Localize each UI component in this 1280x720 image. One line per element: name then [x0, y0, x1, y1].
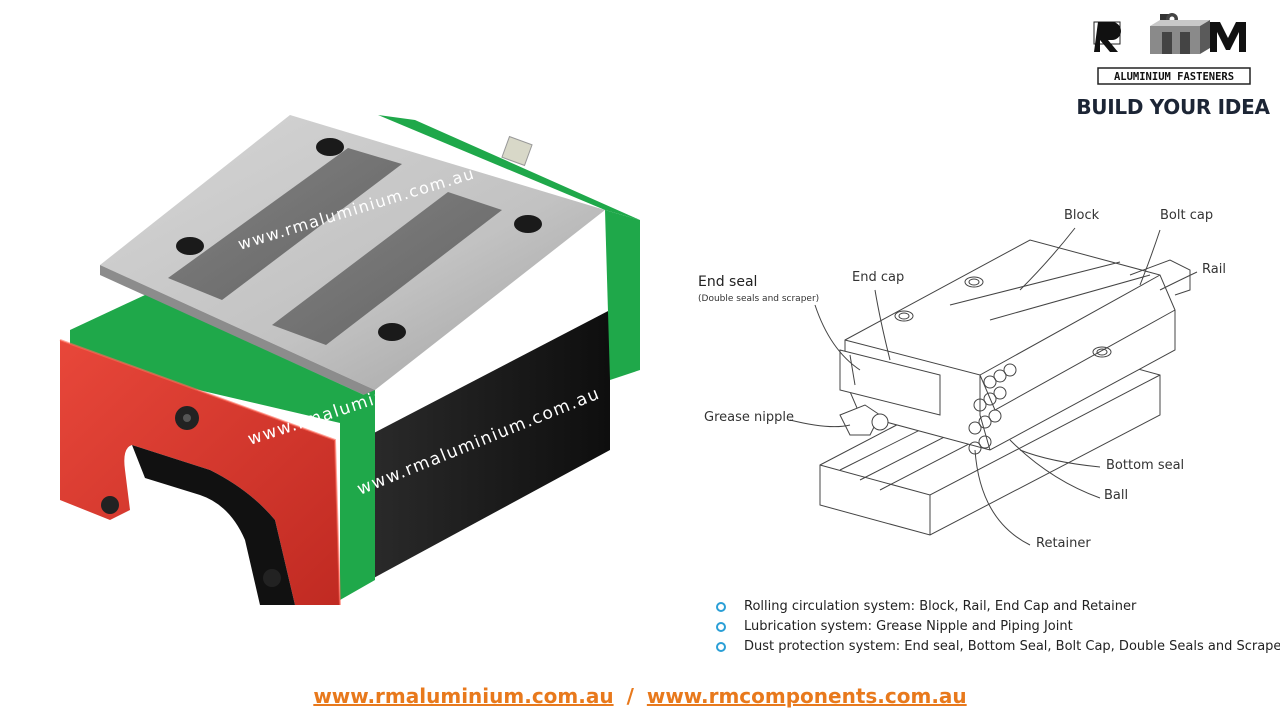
feature-text: Lubrication system: Grease Nipple and Pi…	[744, 619, 1073, 634]
logo-subtitle: ALUMINIUM FASTENERS	[1114, 71, 1234, 83]
feature-text: Rolling circulation system: Block, Rail,…	[744, 599, 1137, 614]
rmaluminium-link[interactable]: www.rmaluminium.com.au	[313, 684, 614, 708]
feature-list: Rolling circulation system: Block, Rail,…	[714, 597, 1280, 657]
rmcomponents-link[interactable]: www.rmcomponents.com.au	[646, 684, 967, 708]
footer-separator: /	[626, 684, 634, 708]
footer-links: www.rmaluminium.com.au / www.rmcomponent…	[0, 684, 1280, 708]
circle-bullet-icon	[716, 642, 726, 652]
circle-bullet-icon	[716, 622, 726, 632]
label-block: Block	[1064, 208, 1100, 223]
tagline: BUILD YOUR IDEA	[1076, 95, 1270, 119]
label-end-seal: End seal	[698, 274, 758, 290]
rm-logo: RM ALUMINIUM FASTENERS	[1093, 13, 1251, 85]
label-end-seal-note: (Double seals and scraper)	[698, 294, 820, 304]
label-bolt-cap: Bolt cap	[1160, 208, 1214, 223]
circle-bullet-icon	[716, 602, 726, 612]
label-bottom-seal: Bottom seal	[1106, 458, 1185, 473]
feature-text: Dust protection system: End seal, Bottom…	[744, 639, 1280, 654]
feature-item: Lubrication system: Grease Nipple and Pi…	[714, 617, 1280, 637]
label-rail: Rail	[1202, 262, 1226, 277]
label-grease-nipple: Grease nipple	[704, 410, 794, 425]
label-ball: Ball	[1104, 488, 1129, 503]
label-end-cap: End cap	[852, 270, 905, 285]
feature-item: Dust protection system: End seal, Bottom…	[714, 637, 1280, 657]
linear-guide-diagram	[789, 227, 1198, 546]
feature-item: Rolling circulation system: Block, Rail,…	[714, 597, 1280, 617]
label-retainer: Retainer	[1036, 536, 1091, 551]
linear-guide-block-photo: www.rmaluminium.com.au www.rmaluminium.c…	[59, 115, 640, 606]
